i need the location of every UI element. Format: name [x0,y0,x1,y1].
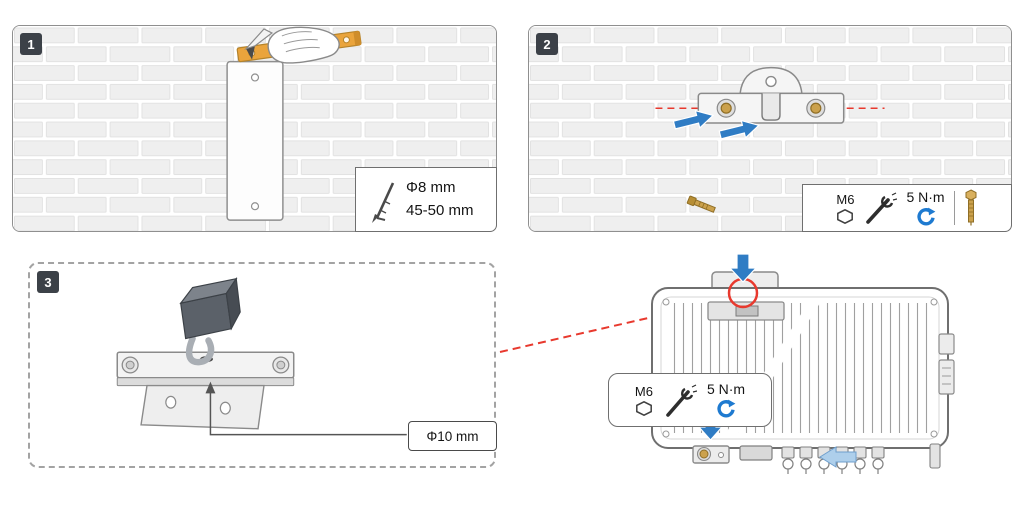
drill-spec-box: Φ8 mm 45-50 mm [355,167,497,232]
hand-icon [267,26,340,64]
mounting-template [226,60,284,221]
step2-badge: 2 [536,33,558,55]
hex-bolt-icon [837,209,854,224]
loose-anchor [686,195,716,213]
expansion-anchor-right [806,98,826,118]
side-ports [938,333,955,395]
mounting-bracket [697,66,845,124]
bottom-terminals [739,443,941,474]
drill-depth-label: 45-50 mm [406,201,474,219]
expansion-anchor-left [716,98,736,118]
anchor-spec-box: M6 5 N·m [802,184,1012,232]
bolt-size-group: M6 [635,384,653,416]
step3-illustration [116,277,407,436]
expansion-anchor-icon [965,189,977,226]
step1-illustration [13,26,496,231]
bolt-size-label: M6 [836,192,855,207]
padlock-icon [179,277,241,366]
bolt-size-label: M6 [634,384,653,399]
bolt-size-group: M6 [836,192,854,224]
hole-spec-box: Φ10 mm [408,421,497,451]
torque-value-label: 5 N·m [706,381,746,397]
side-left-arrow-icon [819,446,857,468]
hex-bolt-icon [635,401,652,416]
mounting-ear [692,445,730,464]
top-down-arrow-icon [728,253,758,283]
lock-bracket [116,351,295,430]
torque-value-label: 5 N·m [906,189,945,205]
torque-group: 5 N·m [707,381,745,419]
torque-group: 5 N·m [906,189,945,227]
insert-arrow-2 [718,119,761,140]
torque-direction-icon [717,399,736,418]
spec-divider [953,191,955,225]
mounting-plate [707,301,785,321]
insert-arrow-1 [672,109,715,130]
torque-wrench-icon [866,192,898,224]
drill-diameter-label: Φ8 mm [406,179,456,196]
hole-callout-line [205,381,407,436]
inverter-torque-box: M6 5 N·m [608,373,772,427]
step1-panel [12,25,497,232]
drill-bit-icon [372,181,395,223]
step3-badge: 3 [37,271,59,293]
torque-direction-icon [916,207,935,226]
step1-badge: 1 [20,33,42,55]
torque-wrench-icon [666,384,697,417]
marker-pen-icon [244,28,274,60]
